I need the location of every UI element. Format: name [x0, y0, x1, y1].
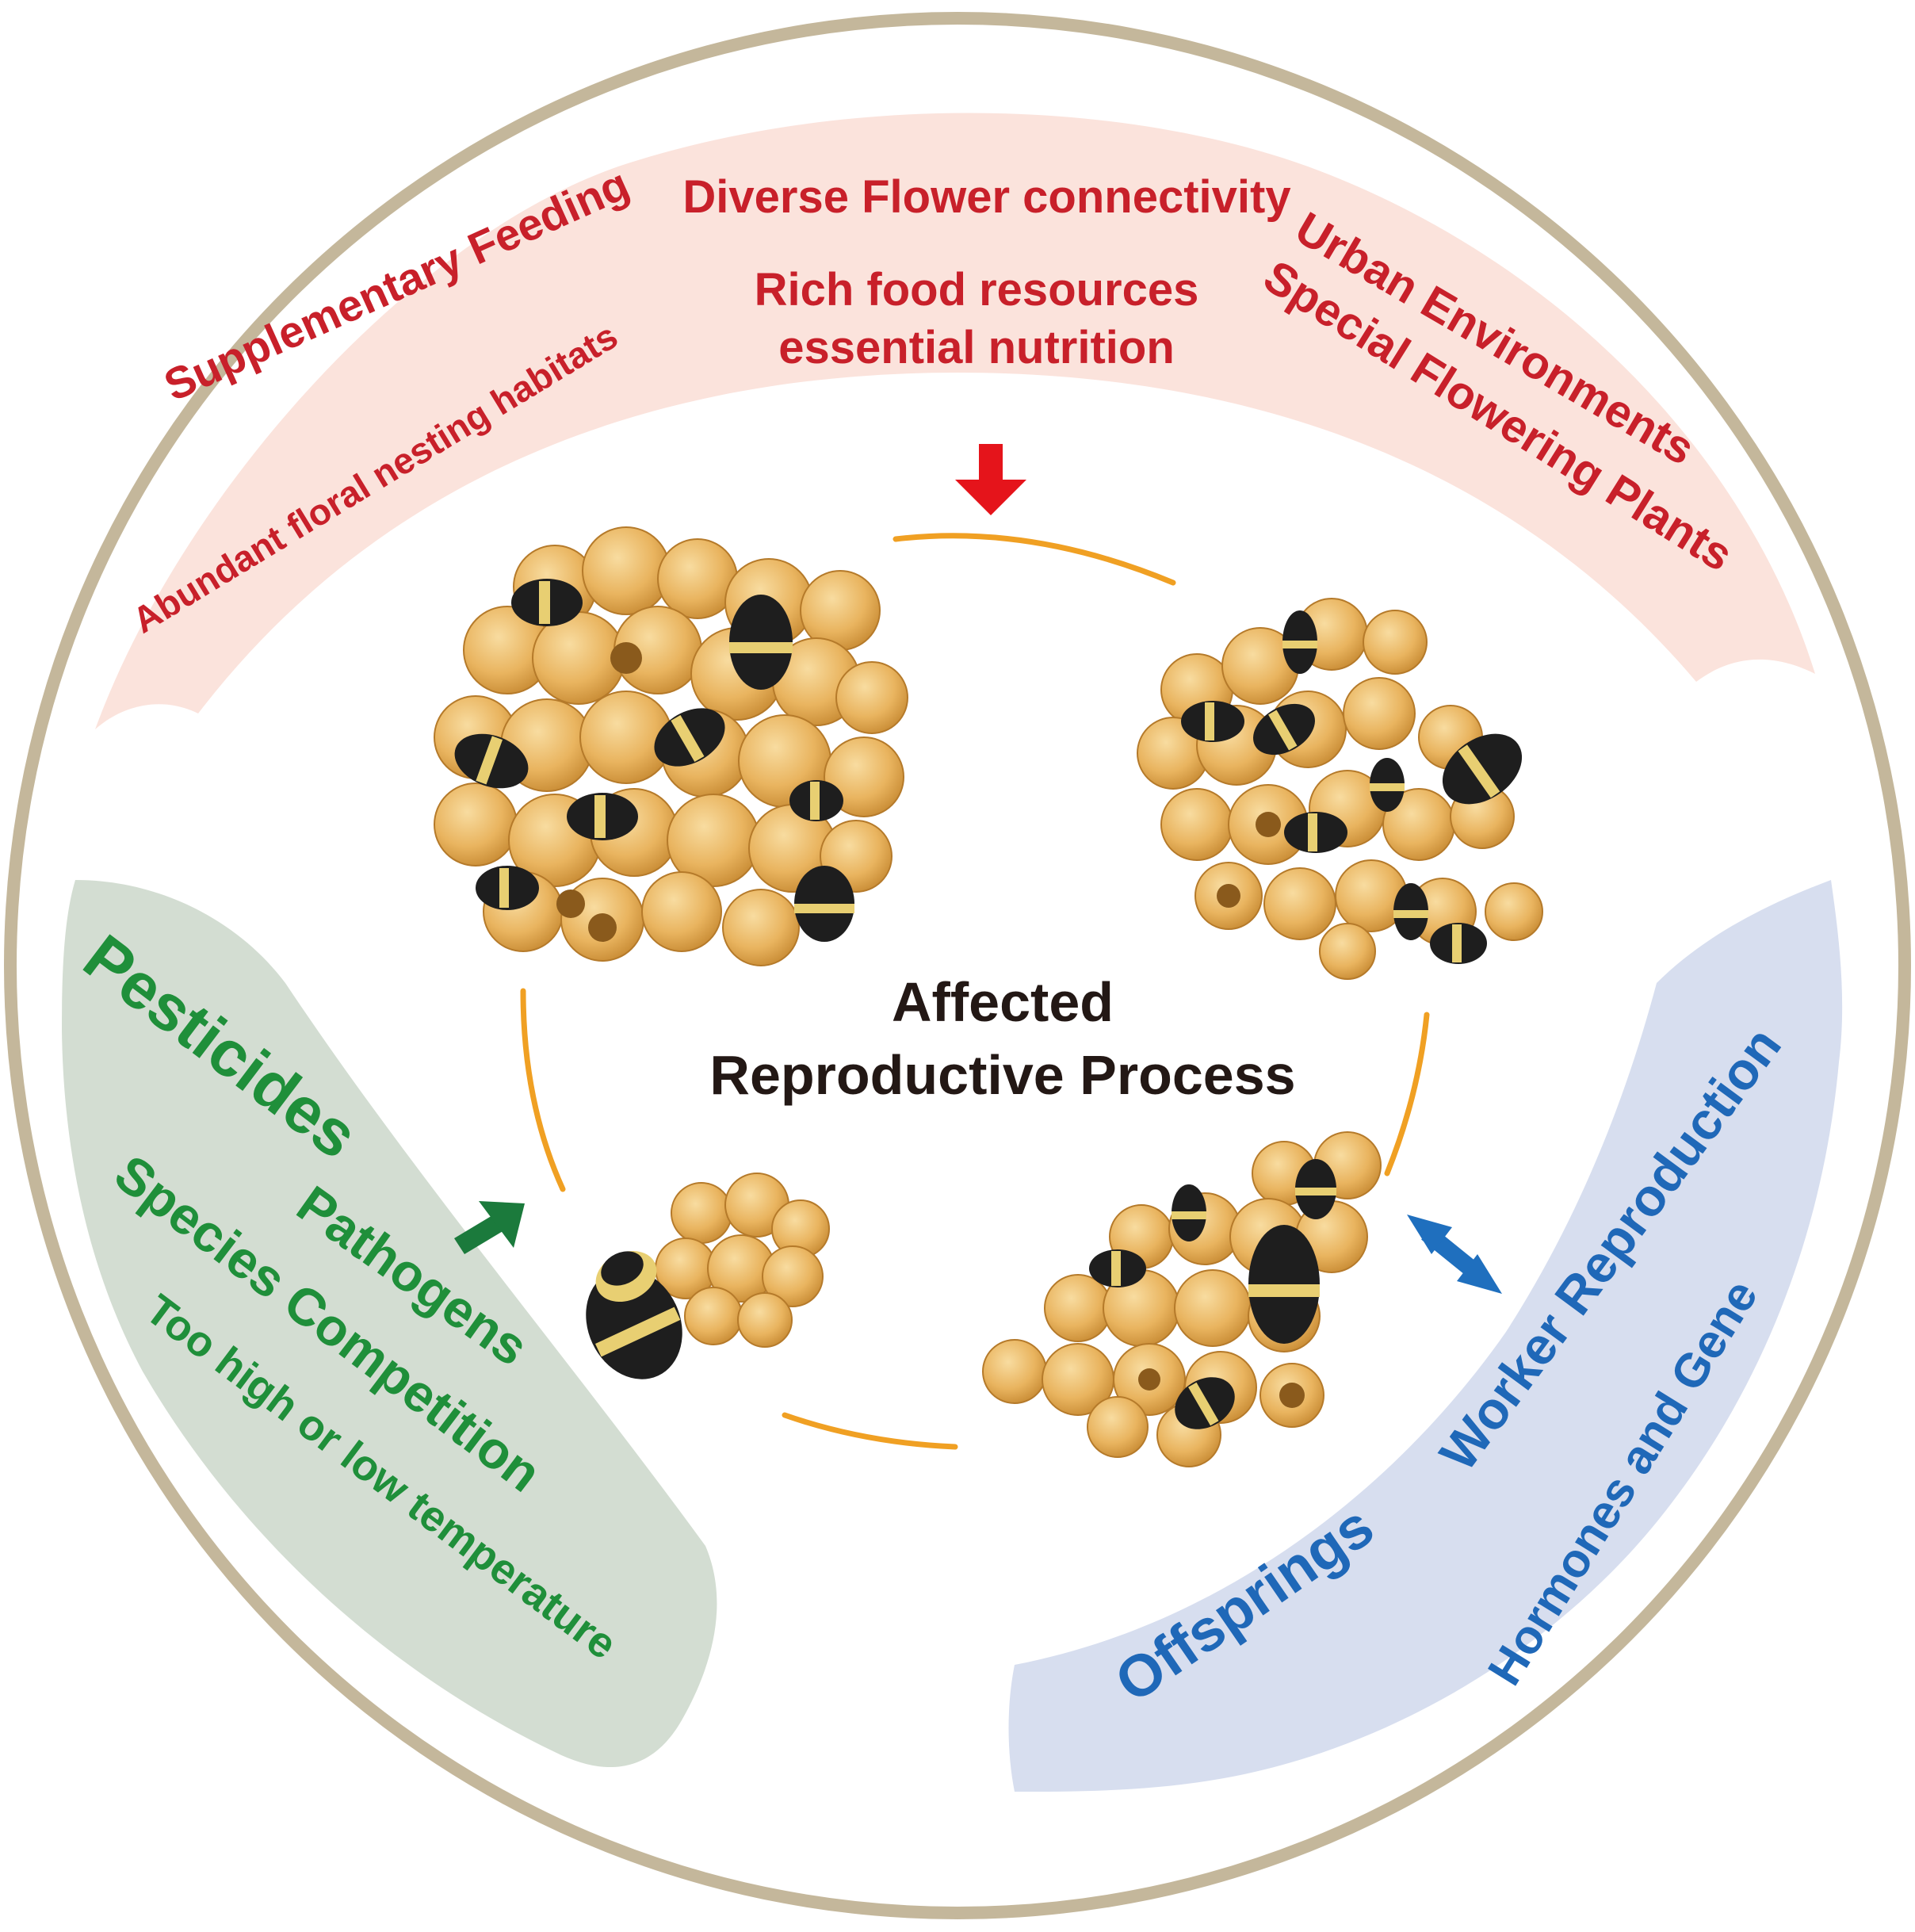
bumblebee-colony-icon	[434, 526, 908, 966]
right-panel	[1008, 880, 1843, 1792]
center-title-line2: Reproductive Process	[709, 1044, 1295, 1106]
left-panel	[62, 880, 717, 1768]
top-label-rich-food: Rich food resources	[755, 264, 1199, 316]
top-label-essential-nutrition: essential nutrition	[778, 322, 1175, 373]
center-title-line1: Affected	[892, 971, 1114, 1033]
diagonal-arrow-icon	[454, 1201, 525, 1254]
bumblebee-colony-icon	[982, 1131, 1382, 1467]
down-arrow-icon	[955, 444, 1026, 515]
cycle-arcs	[520, 533, 1430, 1450]
top-panel	[95, 113, 1815, 729]
top-label-diverse-flower: Diverse Flower connectivity	[682, 171, 1290, 223]
double-headed-arrow-icon	[1407, 1215, 1502, 1294]
bumblebee-colony-icon	[586, 1173, 830, 1379]
bumblebee-colony-icon	[1137, 598, 1543, 980]
